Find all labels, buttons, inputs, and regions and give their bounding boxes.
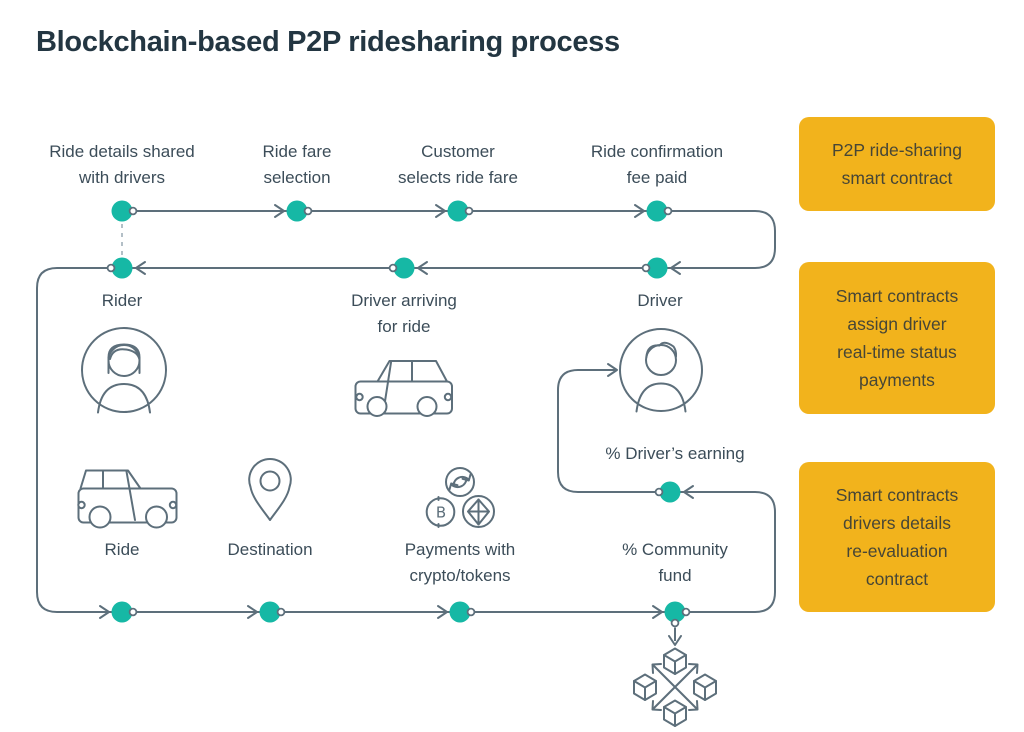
- flow-path: [36, 210, 776, 641]
- flow-node-dot: [259, 601, 281, 623]
- note-card-smart-contract: P2P ride-sharing smart contract: [799, 117, 995, 211]
- destination-pin-icon: [248, 457, 292, 521]
- flow-node-dot: [111, 200, 133, 222]
- flow-node-dot: [111, 257, 133, 279]
- step-label-driver-earning: % Driver’s earning: [605, 444, 745, 463]
- flow-node-dot: [393, 257, 415, 279]
- step-label-customer-selects: Customer selects ride fare: [398, 142, 518, 187]
- step-label-ride-fare: Ride fare selection: [262, 142, 332, 187]
- flow-node-dot: [286, 200, 308, 222]
- connector-ring: [663, 206, 673, 216]
- svg-text:B: B: [436, 504, 446, 522]
- flow-node-dot: [449, 601, 471, 623]
- step-label-rider: Rider: [101, 291, 143, 310]
- connector-ring: [464, 206, 474, 216]
- connector-ring: [276, 607, 286, 617]
- connector-ring: [670, 618, 680, 628]
- driver-avatar-icon: [619, 328, 703, 413]
- page-title: Blockchain-based P2P ridesharing process: [36, 26, 620, 58]
- step-label-driver: Driver: [637, 291, 683, 310]
- connector-ring: [654, 487, 664, 497]
- connector-ring: [106, 263, 116, 273]
- connector-ring: [641, 263, 651, 273]
- connector-ring: [303, 206, 313, 216]
- connector-ring: [681, 607, 691, 617]
- step-label-destination: Destination: [227, 540, 313, 559]
- blockchain-cubes-icon: [633, 647, 717, 727]
- step-label-community-fund: % Community fund: [622, 540, 728, 585]
- crypto-coins-icon: B: [425, 467, 495, 528]
- flow-node-dot: [664, 601, 686, 623]
- connector-ring: [128, 206, 138, 216]
- note-card-reevaluation: Smart contracts drivers details re-evalu…: [799, 462, 995, 612]
- step-label-ride: Ride: [104, 540, 140, 559]
- note-card-assign-driver: Smart contracts assign driver real-time …: [799, 262, 995, 414]
- step-label-confirmation-fee: Ride confirmation fee paid: [590, 142, 724, 187]
- flow-node-dot: [659, 481, 681, 503]
- step-label-driver-arriving: Driver arriving for ride: [351, 291, 457, 336]
- flow-node-dot: [447, 200, 469, 222]
- flow-arrows: [99, 204, 694, 646]
- arriving-car-icon: [354, 360, 453, 417]
- step-label-ride-details: Ride details shared with drivers: [49, 142, 195, 187]
- connector-ring: [128, 607, 138, 617]
- ride-car-icon: [77, 469, 178, 529]
- flow-node-dot: [111, 601, 133, 623]
- step-label-payments: Payments with crypto/tokens: [404, 540, 516, 585]
- flow-node-dot: [646, 257, 668, 279]
- connector-ring: [388, 263, 398, 273]
- flow-nodes: [106, 200, 691, 628]
- rider-avatar-icon: [81, 327, 167, 414]
- flow-node-dot: [646, 200, 668, 222]
- connector-ring: [466, 607, 476, 617]
